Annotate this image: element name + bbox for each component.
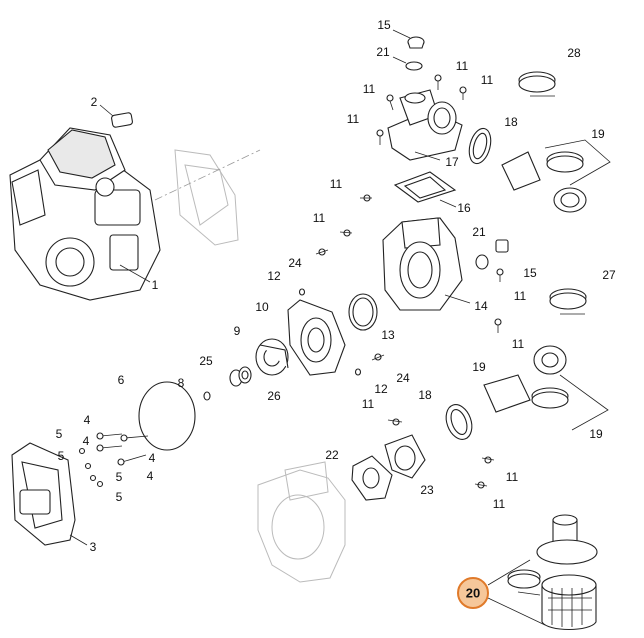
callout-20-highlight[interactable]: 20 [457,577,489,609]
callout-11-e: 11 [330,177,343,191]
o-ring-18-top [468,127,492,165]
callout-3: 3 [90,540,97,554]
callout-1: 1 [152,278,159,292]
pins [203,288,362,401]
callout-20: 20 [466,586,480,601]
callout-5-c: 5 [116,470,123,484]
hose-clamp-27 [549,288,587,315]
callout-21-top: 21 [376,45,390,59]
callout-11-j: 11 [506,470,519,484]
hose-fitting-19-top [501,139,611,213]
callout-22: 22 [325,448,339,462]
callout-11-a: 11 [456,59,469,73]
washer-25-seal-26 [229,366,252,387]
callout-11-b: 11 [481,73,494,87]
callout-12-mid: 12 [374,382,388,396]
callout-8: 8 [178,376,185,390]
callout-19-mid: 19 [472,360,486,374]
callout-11-k: 11 [493,497,506,511]
pump-housing-14 [382,217,471,311]
callout-27: 27 [602,268,616,282]
callout-labels: 15 21 28 11 11 11 11 2 18 19 17 11 16 11… [56,18,616,609]
seal-13 [348,293,378,331]
callout-17: 17 [445,155,459,169]
callout-21-mid: 21 [472,225,486,239]
callout-4-b: 4 [83,434,90,448]
callout-24-top: 24 [288,256,302,270]
mounting-bracket-3 [11,442,88,546]
callout-11-f: 11 [313,211,326,225]
impeller-9 [255,338,289,376]
hose-clamp-28 [518,71,556,97]
part-2 [99,104,133,128]
callout-18-lower: 18 [418,388,432,402]
callout-11-c: 11 [363,82,376,96]
callout-18-top: 18 [504,115,518,129]
callout-15-top: 15 [377,18,391,32]
impeller-housing-10 [287,299,346,376]
bolts [315,74,504,489]
callout-6: 6 [118,373,125,387]
o-ring-18-lower [445,404,473,440]
callout-4-c: 4 [149,451,156,465]
callout-4-a: 4 [84,413,91,427]
pump-body-ghost [257,461,346,583]
hose-fitting-19-lower [483,345,609,431]
callout-9: 9 [234,324,241,338]
gasket-6 [138,381,196,451]
callout-19-top: 19 [591,127,605,141]
callout-16: 16 [457,201,471,215]
callout-5-b: 5 [58,449,65,463]
plug-part-top [392,29,425,49]
strainer-20-assembly [487,514,598,630]
callout-26: 26 [267,389,281,403]
callout-11-h: 11 [512,337,525,351]
callout-5-a: 5 [56,427,63,441]
plug-15-mid [475,239,509,270]
flange-23 [384,434,426,479]
callout-14: 14 [474,299,488,313]
gasket-22 [351,455,393,501]
callout-24-mid: 24 [396,371,410,385]
callout-11-g: 11 [514,289,527,303]
bolts-4-washers-5 [78,432,149,488]
callout-23: 23 [420,483,434,497]
engine-part [9,127,161,301]
callout-28: 28 [567,46,581,60]
o-ring-top [392,56,423,71]
callout-15-mid: 15 [523,266,537,280]
callout-4-d: 4 [147,469,154,483]
outlet-elbow-part [387,89,463,161]
callout-12-top: 12 [267,269,281,283]
callout-11-i: 11 [362,397,375,411]
callout-10: 10 [255,300,269,314]
gasket-16 [393,171,457,208]
callout-5-d: 5 [116,490,123,504]
callout-25: 25 [199,354,213,368]
callout-13: 13 [381,328,395,342]
mounting-bracket-ghost [154,149,261,246]
callout-19-lower: 19 [589,427,603,441]
callout-2: 2 [91,95,98,109]
callout-11-d: 11 [347,112,360,126]
